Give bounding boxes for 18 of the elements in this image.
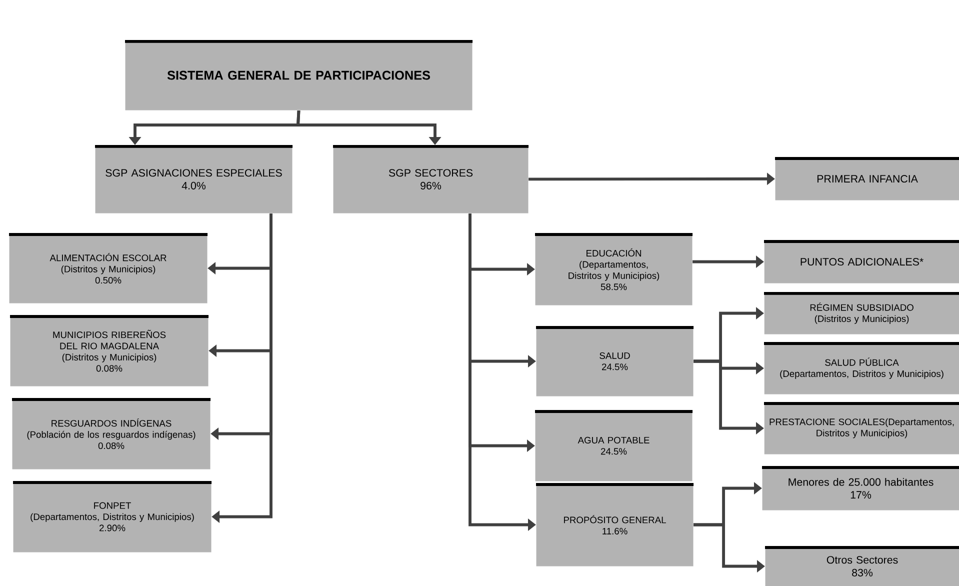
category-box: PROPÓSITO GENERAL 11.6%: [536, 483, 694, 566]
category-box: PRIMERA INFANCIA: [775, 157, 959, 200]
category-box: ALIMENTACIÓN ESCOLAR (Distritos y Municipios) 0.50%: [9, 233, 208, 304]
category-box: MUNICIPIOS RIBEREÑOS DEL RIO MAGDALENA (Distritos y Municipios) 0.08%: [10, 315, 209, 386]
category-box: SALUD PÚBLICA (Departamentos, Distritos y Municipios): [764, 342, 959, 394]
category-box: SALUD 24.5%: [536, 326, 694, 396]
category-box: PRESTACIONE SOCIALES(Departamentos, Distritos y Municipios): [764, 402, 959, 454]
category-box: EDUCACIÓN (Departamentos, Distritos y Municipios) 58.5%: [535, 233, 693, 306]
category-box: SGP SECTORES 96%: [333, 145, 529, 214]
category-box: Otros Sectores 83%: [765, 546, 959, 586]
category-box: AGUA POTABLE 24.5%: [535, 410, 693, 482]
category-box: Menores de 25.000 habitantes 17%: [762, 466, 959, 510]
category-box: PUNTOS ADICIONALES*: [764, 240, 959, 284]
category-box: RÉGIMEN SUBSIDIADO (Distritos y Municipios): [764, 292, 959, 334]
category-box: RESGUARDOS INDÍGENAS (Población de los resguardos indígenas) 0.08%: [12, 398, 211, 470]
category-box: SGP ASIGNACIONES ESPECIALES 4.0%: [95, 145, 293, 214]
category-box: FONPET (Departamentos, Distritos y Municipios) 2.90%: [13, 481, 212, 552]
title-box: SISTEMA GENERAL DE PARTICIPACIONES: [125, 40, 473, 110]
